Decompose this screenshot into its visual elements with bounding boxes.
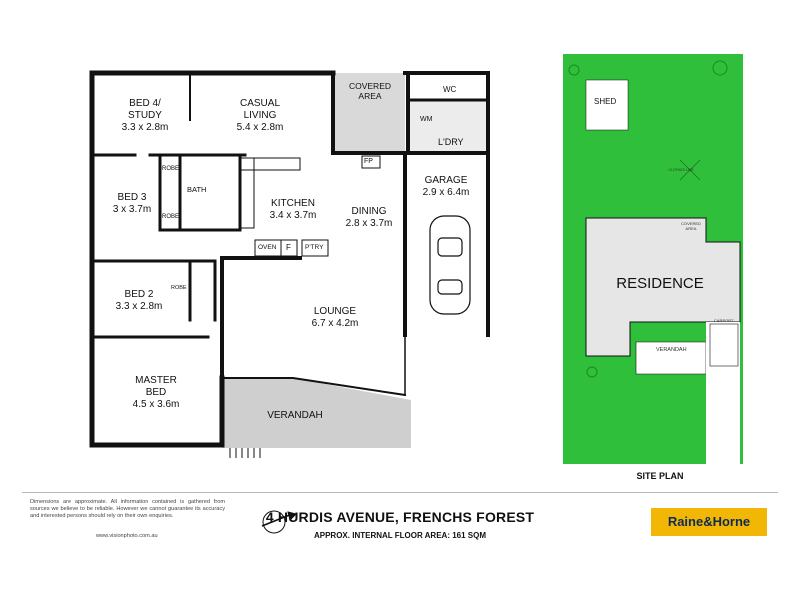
site-driveway	[706, 322, 740, 464]
kitchen-counter-top	[239, 157, 301, 171]
room-bed2-name: BED 2	[124, 289, 154, 300]
room-robe3: ROBE	[171, 285, 187, 291]
room-master-size: 4.5 x 3.6m	[132, 399, 180, 410]
verandah-floor	[222, 378, 411, 448]
room-covered-line1: COVERED	[348, 81, 392, 91]
property-address: 4 HURDIS AVENUE, FRENCHS FOREST	[265, 509, 535, 525]
room-garage: GARAGE 2.9 x 6.4m	[415, 175, 477, 199]
room-bed4-line1: BED 4/	[129, 98, 161, 109]
carport-outline	[709, 323, 739, 367]
room-bed3-size: 3 x 3.7m	[112, 204, 152, 215]
label-pantry: P'TRY	[305, 244, 324, 251]
room-kitchen: KITCHEN 3.4 x 3.7m	[258, 198, 328, 222]
room-fp: FP	[364, 158, 373, 165]
room-wc: WC	[443, 85, 457, 94]
room-casual-line2: LIVING	[243, 110, 277, 121]
room-bed3-name: BED 3	[117, 192, 147, 203]
tree-icon	[568, 60, 728, 378]
room-dining: DINING 2.8 x 3.7m	[337, 206, 401, 230]
site-clothes-line-label: CLOTHES LINE	[668, 168, 694, 172]
room-kitchen-name: KITCHEN	[271, 198, 315, 209]
room-covered-line2: AREA	[358, 91, 382, 101]
room-bed4-line2: STUDY	[128, 110, 162, 121]
room-garage-size: 2.9 x 6.4m	[422, 187, 470, 198]
room-dining-size: 2.8 x 3.7m	[345, 218, 393, 229]
room-wm: WM	[420, 116, 433, 123]
site-verandah-label: VERANDAH	[656, 347, 687, 353]
website-link[interactable]: www.visionphoto.com.au	[96, 533, 158, 539]
room-master-line2: BED	[145, 387, 167, 398]
room-casual-line1: CASUAL	[239, 98, 280, 109]
room-bed4: BED 4/ STUDY 3.3 x 2.8m	[110, 98, 180, 134]
site-residence-label: RESIDENCE	[616, 275, 704, 292]
compass-icon	[261, 510, 297, 534]
room-lounge: LOUNGE 6.7 x 4.2m	[300, 306, 370, 330]
label-oven: OVEN	[258, 244, 277, 251]
room-kitchen-size: 3.4 x 3.7m	[269, 210, 317, 221]
site-shed-label: SHED	[594, 97, 617, 106]
room-ldry: L'DRY	[438, 137, 464, 147]
footer-divider	[22, 492, 778, 493]
brand-logo: Raine&Horne	[651, 508, 767, 536]
floor-area-text: APPROX. INTERNAL FLOOR AREA: 161 SQM	[313, 531, 487, 540]
lounge-bottom-wall	[221, 377, 407, 397]
room-lounge-size: 6.7 x 4.2m	[311, 318, 359, 329]
bath-wall	[158, 153, 242, 232]
room-bed3: BED 3 3 x 3.7m	[104, 192, 160, 216]
pantry-box	[301, 239, 329, 257]
room-garage-name: GARAGE	[424, 175, 468, 186]
room-dining-name: DINING	[351, 206, 387, 217]
room-bed4-size: 3.3 x 2.8m	[121, 122, 169, 133]
room-master-line1: MASTER	[135, 375, 177, 386]
verandah-steps	[229, 448, 261, 458]
site-carport-label: CARPORT	[714, 318, 734, 323]
room-verandah: VERANDAH	[267, 410, 323, 421]
laundry-floor	[408, 100, 488, 152]
covered-area-wall	[331, 71, 407, 155]
room-master: MASTER BED 4.5 x 3.6m	[118, 375, 194, 411]
shed	[585, 79, 629, 131]
room-robe2: ROBE	[162, 214, 180, 220]
room-bed2-size: 3.3 x 2.8m	[115, 301, 163, 312]
covered-area-floor	[333, 73, 405, 153]
site-plan-caption: SITE PLAN	[636, 471, 684, 481]
room-robe1: ROBE	[162, 166, 180, 172]
fridge-box	[280, 239, 298, 257]
room-casual-size: 5.4 x 2.8m	[236, 122, 284, 133]
site-covered-area-label: COVERED AREA	[681, 221, 701, 231]
room-bed2: BED 2 3.3 x 2.8m	[104, 289, 174, 313]
kitchen-counter-left	[239, 157, 255, 229]
fireplace-box	[361, 155, 381, 169]
label-fridge: F	[286, 243, 291, 252]
bed2-right-wall	[188, 259, 217, 322]
room-casual: CASUAL LIVING 5.4 x 2.8m	[220, 98, 300, 134]
room-bath: BATH	[187, 185, 207, 194]
room-covered: COVERED AREA	[335, 81, 405, 101]
car-icon	[429, 215, 471, 315]
disclaimer-text: Dimensions are approximate. All informat…	[30, 499, 225, 519]
room-lounge-name: LOUNGE	[313, 306, 357, 317]
